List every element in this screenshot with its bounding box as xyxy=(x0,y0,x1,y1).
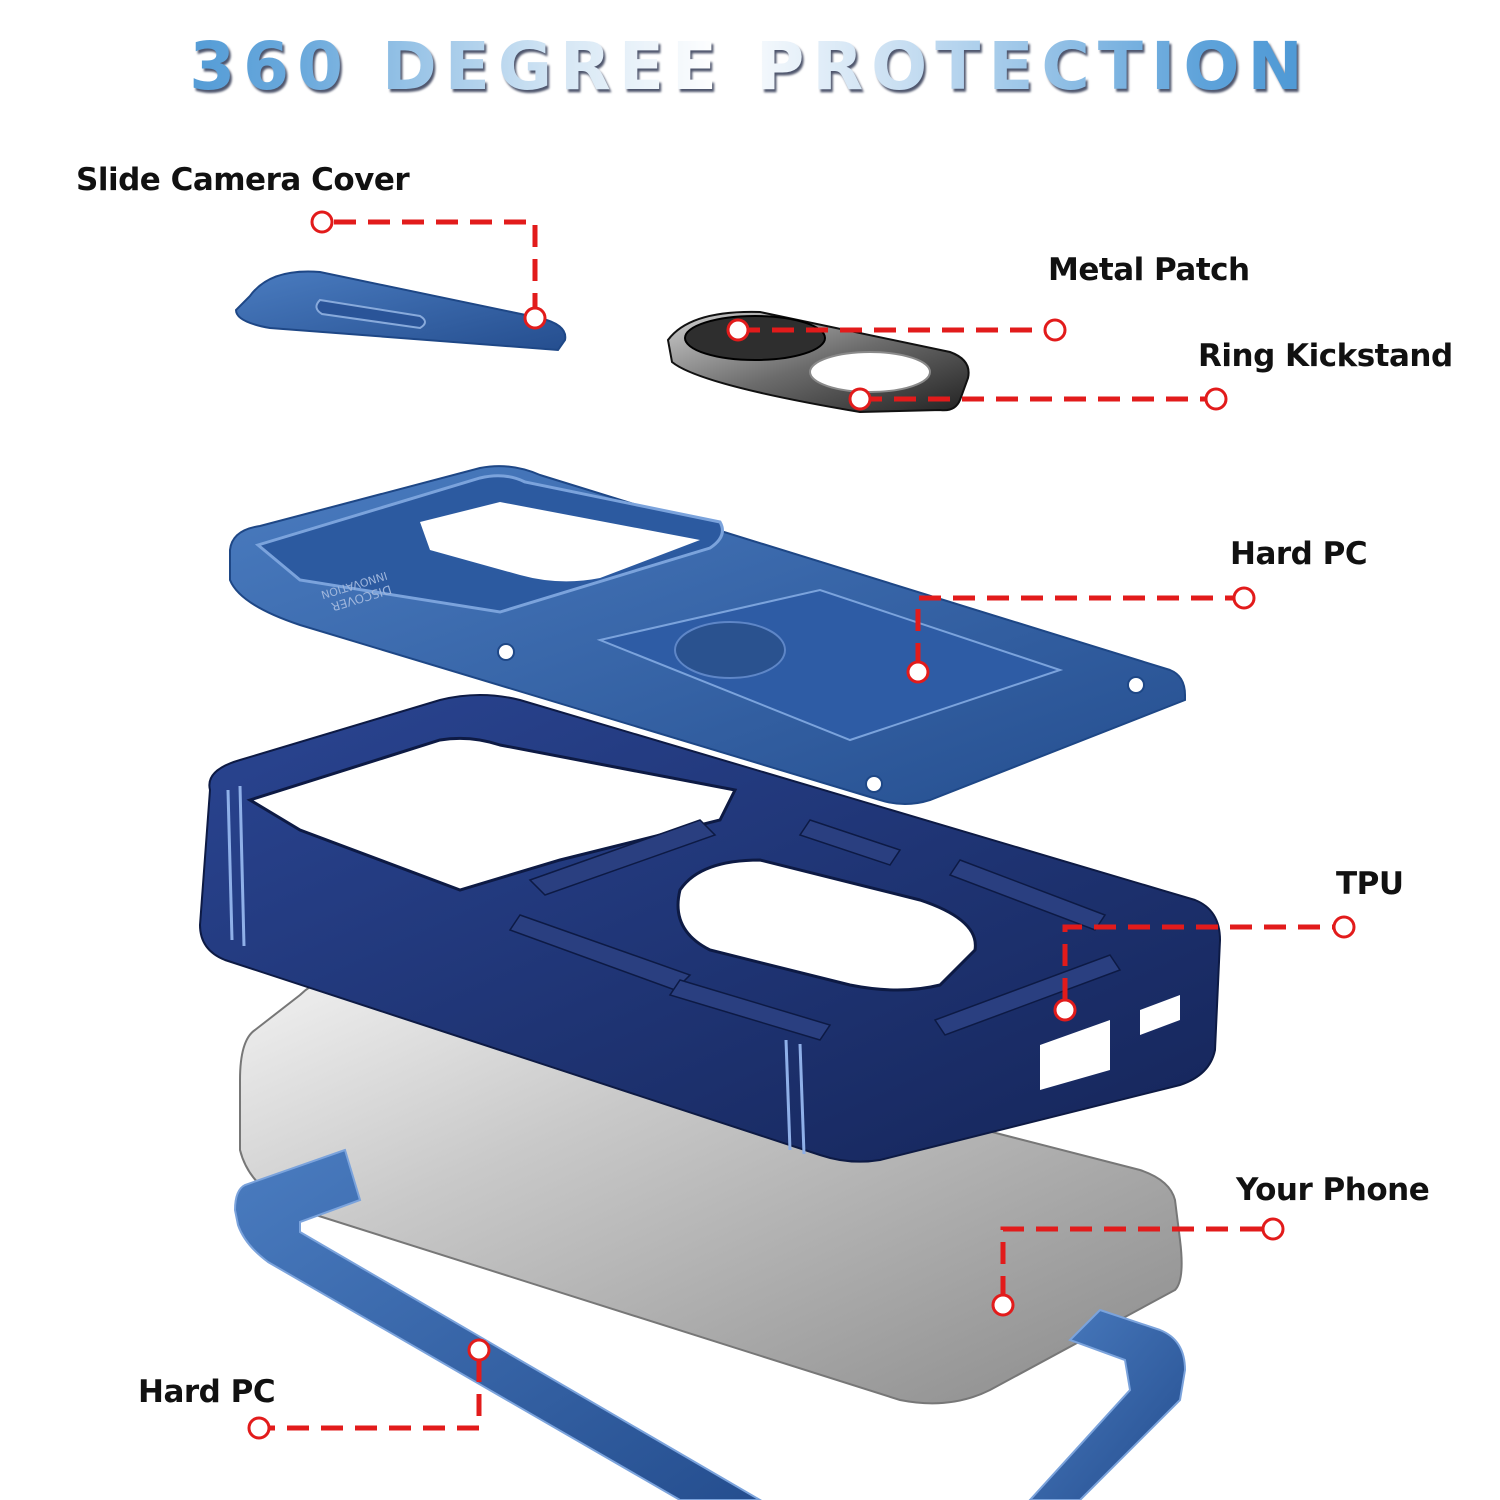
page-title: 360 DEGREE PROTECTION xyxy=(0,28,1500,105)
label-hard-pc-top: Hard PC xyxy=(1230,536,1368,572)
callout-metal-patch-line xyxy=(726,318,1067,342)
slide-camera-cover-part xyxy=(234,270,567,352)
callout-tpu-line xyxy=(1053,915,1356,1022)
tpu-case-part xyxy=(198,694,1222,1163)
callout-slide-camera-cover-line xyxy=(310,210,547,330)
hard-pc-bumper-part xyxy=(233,1148,1187,1500)
label-ring-kickstand: Ring Kickstand xyxy=(1198,338,1453,374)
hard-pc-back-plate: DISCOVER INNOVATION xyxy=(229,465,1186,805)
callout-hard-pc-bottom-line xyxy=(247,1338,491,1440)
label-metal-patch: Metal Patch xyxy=(1048,252,1250,288)
callout-hard-pc-top-line xyxy=(906,586,1256,684)
label-tpu: TPU xyxy=(1336,866,1404,902)
callout-your-phone-line xyxy=(991,1217,1285,1317)
label-hard-pc-bottom: Hard PC xyxy=(138,1374,276,1410)
callout-ring-kickstand-line xyxy=(848,387,1228,411)
label-your-phone: Your Phone xyxy=(1236,1172,1430,1208)
ring-kickstand-part xyxy=(666,310,970,414)
label-slide-camera-cover: Slide Camera Cover xyxy=(76,162,410,198)
